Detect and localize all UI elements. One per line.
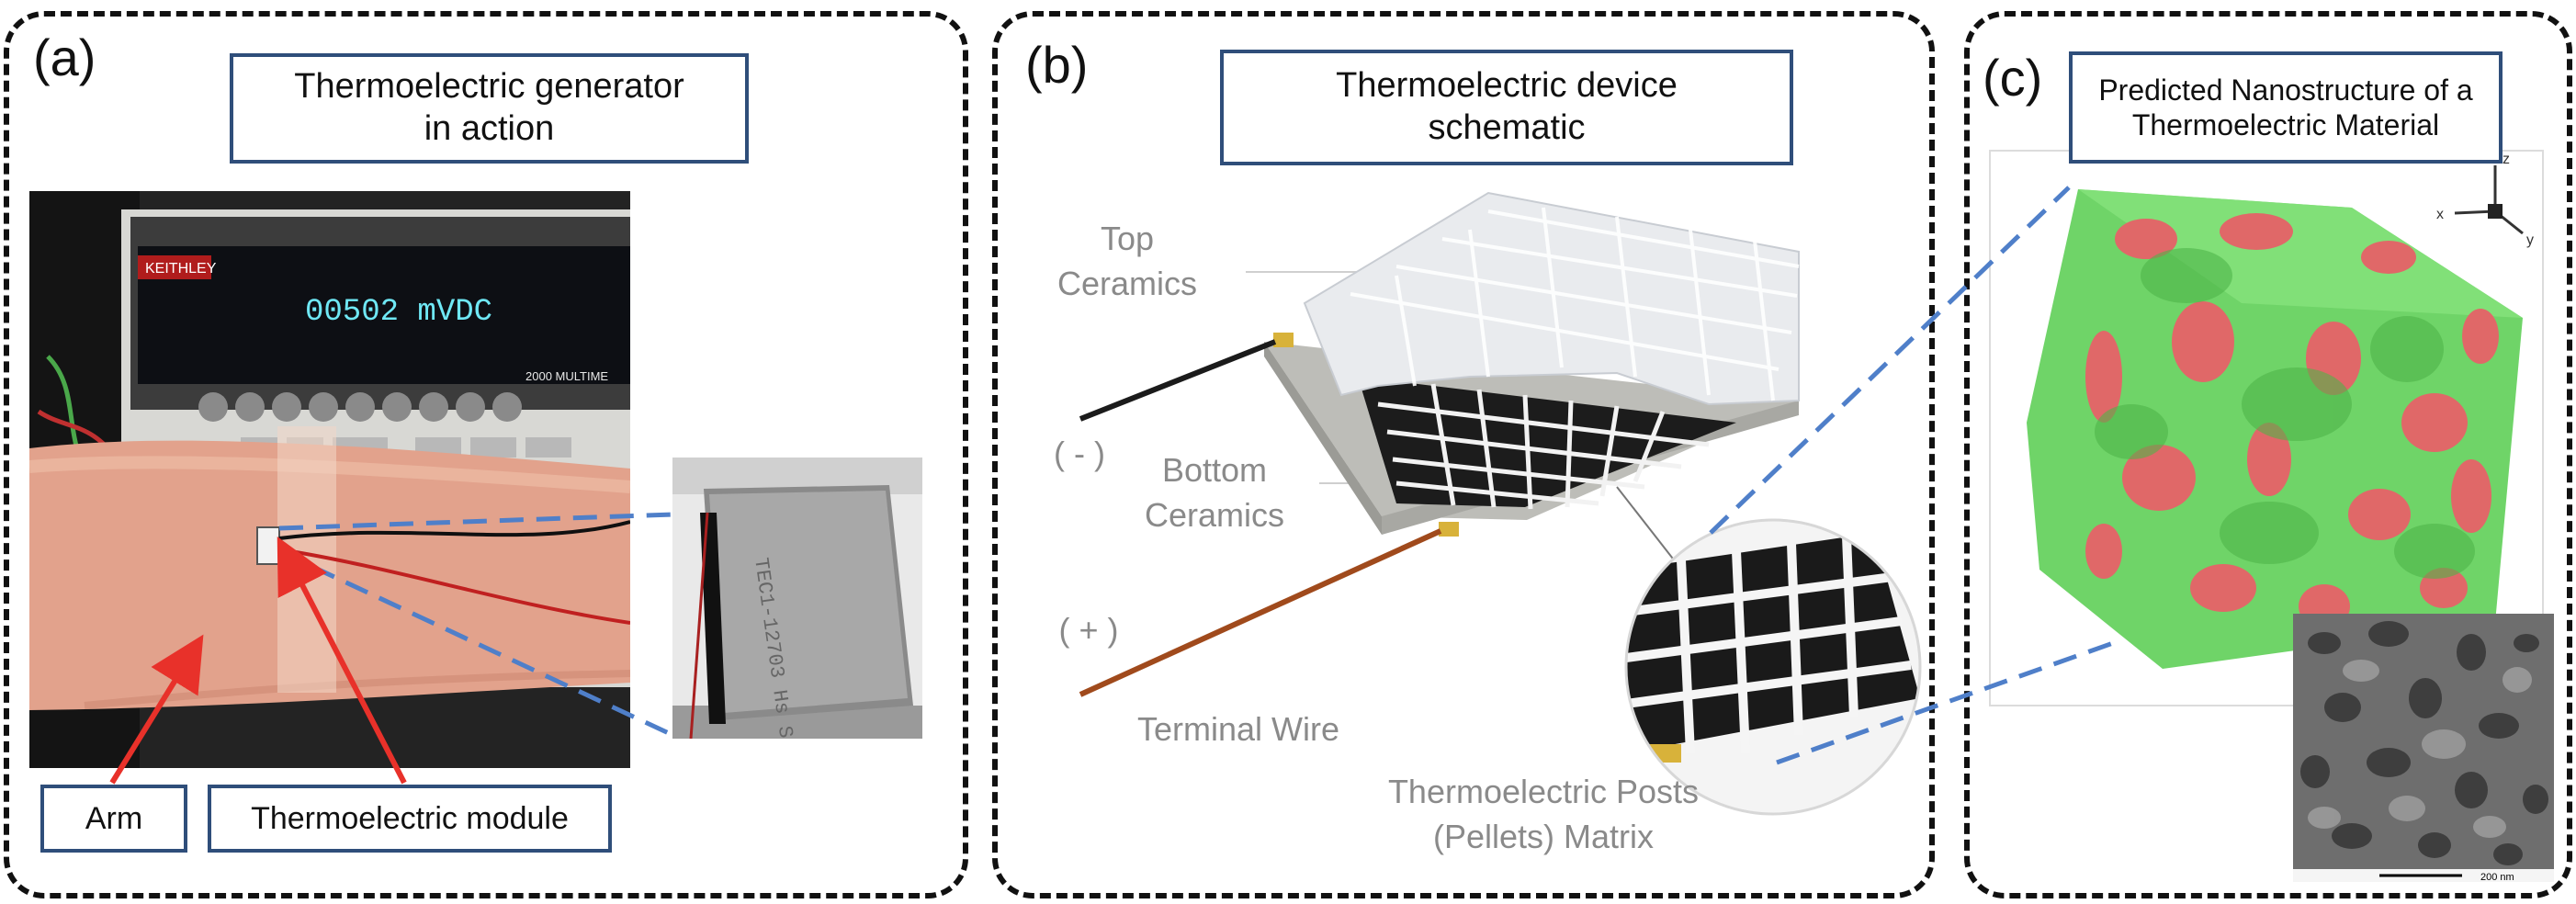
arm-callout: Arm [40,785,187,853]
axis-y-label: y [2526,232,2534,248]
pellet-grid [1358,377,1736,510]
panel-a-label: (a) [33,28,96,86]
panel-c-frame [1964,11,2572,898]
pellet-magnifier [1626,520,1920,814]
panel-b-frame [992,11,1935,898]
panel-b-label: (b) [1025,36,1089,94]
meter-brand: KEITHLEY [145,261,217,277]
pellet-matrix-label: Thermoelectric Posts (Pellets) Matrix [1387,773,1700,855]
meter-display: 00502 mVDC [305,295,492,330]
scale-bar-label: 200 nm [2480,872,2514,883]
panel-c-title: Predicted Nanostructure of a Thermoelect… [2069,51,2503,164]
panel-b-title: Thermoelectric device schematic [1220,50,1793,165]
meter-model: 2000 MULTIME [525,369,608,383]
panel-a-title: Thermoelectric generator in action [230,53,749,164]
panel-c-label: (c) [1983,49,2043,107]
bottom-ceramics-label: Bottom Ceramics [1144,451,1284,534]
module-callout: Thermoelectric module [208,785,612,853]
top-ceramics-label: Top Ceramics [1056,220,1197,302]
negative-wire [1079,339,1277,422]
zoom-connector-lower [1776,640,2114,765]
axis-triad [2454,165,2524,235]
zoom-connector-upper [1709,186,2071,535]
negative-terminal-label: ( - ) [1054,435,1105,472]
terminal-wire-label: Terminal Wire [1136,710,1340,748]
positive-terminal-label: ( + ) [1058,611,1119,649]
axis-x-label: x [2436,207,2444,222]
axis-z-label: z [2503,152,2510,167]
module-closeup-photo: TEC1-12703 Hs Side [672,458,922,739]
positive-wire [1079,528,1442,697]
panel-a-frame [4,11,968,898]
